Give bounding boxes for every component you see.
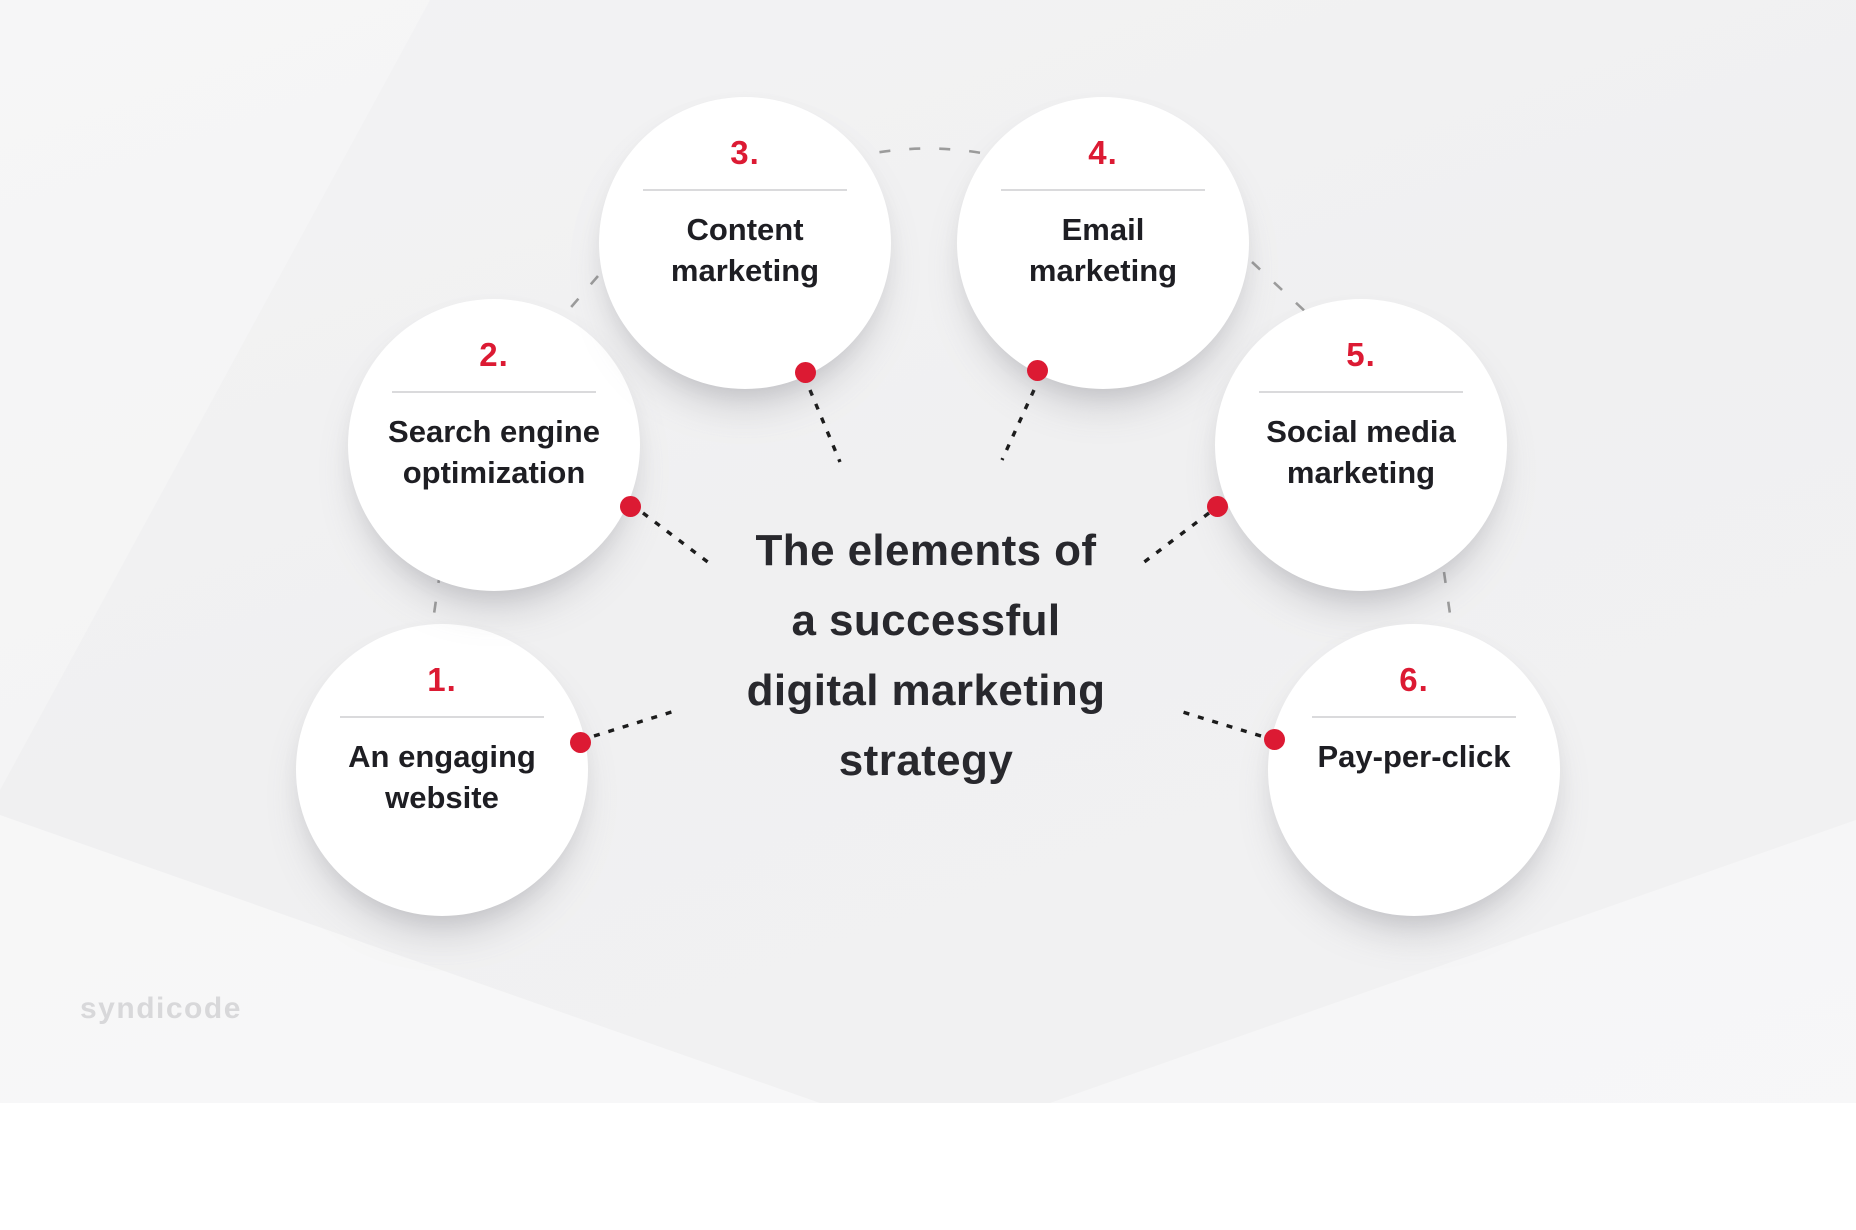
bottom-band (0, 1103, 1856, 1230)
element-number: 6. (1399, 661, 1429, 698)
element-label: Search engine optimization (388, 414, 600, 490)
element-number: 1. (427, 661, 457, 698)
divider-line (1312, 716, 1516, 718)
divider-line (392, 391, 596, 393)
background-facet (1050, 820, 1856, 1103)
element-circle-1: 1. An engaging website (296, 624, 588, 916)
element-label: Social media marketing (1266, 414, 1456, 490)
element-number: 2. (479, 336, 509, 373)
arc-connector-3-4 (849, 147, 1007, 160)
divider-line (643, 189, 847, 191)
connector-dot-6 (1264, 729, 1285, 750)
background-facet (0, 815, 820, 1103)
connector-dot-5 (1207, 496, 1228, 517)
background-facet (0, 0, 430, 790)
element-number: 5. (1346, 336, 1376, 373)
divider-line (1001, 189, 1205, 191)
divider-line (340, 716, 544, 718)
element-number: 3. (730, 134, 760, 171)
arc-connector-4-5 (1251, 261, 1309, 315)
element-label: An engaging website (348, 739, 536, 815)
element-circle-5: 5. Social media marketing (1215, 299, 1507, 591)
element-label: Content marketing (670, 212, 820, 288)
page-title: The elements of a successful digital mar… (746, 526, 1106, 785)
spoke-line-3 (808, 389, 842, 463)
element-circle-3: 3. Content marketing (599, 97, 891, 389)
element-circle-2: 2. Search engine optimization (348, 299, 640, 591)
connector-dot-4 (1027, 360, 1048, 381)
element-circle-6: 6. Pay-per-click (1268, 624, 1560, 916)
element-number: 4. (1088, 134, 1118, 171)
divider-line (1259, 391, 1463, 393)
arc-connector-2-3 (559, 275, 599, 321)
connector-dot-1 (570, 732, 591, 753)
syndicode-logo: syndicode (80, 992, 242, 1025)
arc-connector-1-2 (430, 571, 442, 629)
connector-dot-2 (620, 496, 641, 517)
arc-connector-5-6 (1442, 571, 1454, 629)
element-label: Email marketing (1028, 212, 1178, 288)
spoke-line-4 (1000, 389, 1036, 461)
element-circle-4: 4. Email marketing (957, 97, 1249, 389)
element-label: Pay-per-click (1317, 739, 1511, 774)
connector-dot-3 (795, 362, 816, 383)
